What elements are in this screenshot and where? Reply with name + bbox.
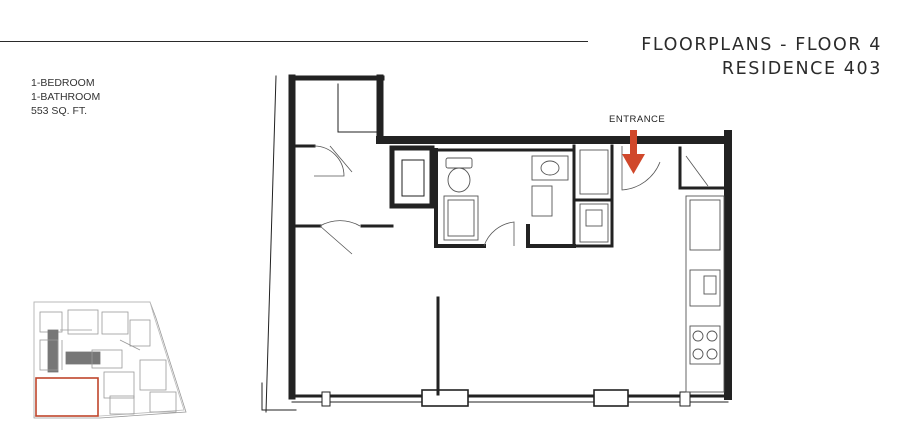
entrance-label: ENTRANCE [609,114,666,125]
spec-area: 553 SQ. FT. [31,105,88,117]
bathroom-fixtures [443,149,609,243]
key-plan-unit-highlight [35,377,99,417]
entrance-arrow-icon [622,130,645,174]
spec-bathrooms: 1-BATHROOM [31,91,101,103]
door-swings [313,145,709,255]
header-divider-line [0,41,588,42]
kitchen-fixtures [685,195,725,393]
page-title: FLOORPLANS - FLOOR 4 RESIDENCE 403 [641,33,882,81]
unit-specs: 1-BEDROOM 1-BATHROOM 553 SQ. FT. [31,76,100,118]
spec-bedrooms: 1-BEDROOM [31,77,95,89]
key-plan [33,301,187,419]
unit-walls [261,74,732,413]
title-line-residence: RESIDENCE 403 [721,59,882,79]
title-line-floorplans: FLOORPLANS - FLOOR 4 [641,35,882,55]
